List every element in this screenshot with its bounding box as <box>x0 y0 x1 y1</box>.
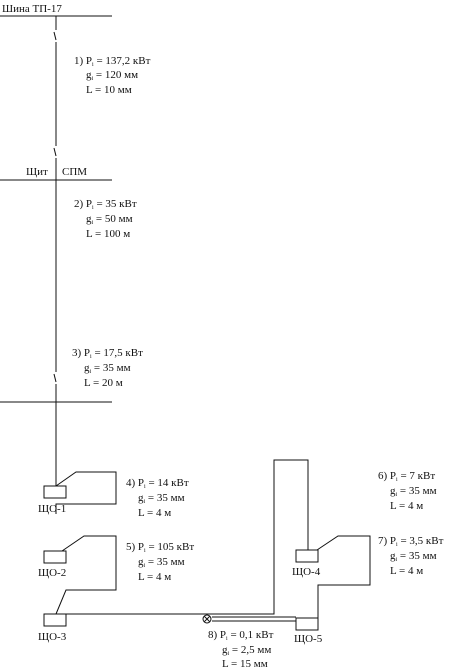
segment-7-label: 7) Pi = 3,5 кВт gi = 35 мм L = 4 м <box>378 535 444 577</box>
feeder-2-wire <box>53 180 57 402</box>
segment-5-label: 5) Pi = 105 кВт gi = 35 мм L = 4 м <box>126 541 194 583</box>
svg-text:L = 4 м: L = 4 м <box>138 571 171 583</box>
panel-sho5-box <box>295 617 319 631</box>
segment-2-label: 2) Pi = 35 кВт gi = 50 мм L = 100 м <box>74 198 137 240</box>
panel-sho1-box <box>43 485 67 499</box>
svg-text:L = 4 м: L = 4 м <box>390 565 423 577</box>
svg-text:gi = 35 мм: gi = 35 мм <box>84 362 131 375</box>
switch-1-top <box>53 31 57 41</box>
svg-text:5) Pi = 105 кВт: 5) Pi = 105 кВт <box>126 541 194 554</box>
svg-text:gi = 35 мм: gi = 35 мм <box>390 550 437 563</box>
panel-sho4-box <box>295 549 319 563</box>
segment-3-label: 3) Pi = 17,5 кВт gi = 35 мм L = 20 м <box>72 347 143 389</box>
svg-text:1) Pi = 137,2 кВт: 1) Pi = 137,2 кВт <box>74 55 151 68</box>
panel-sho2-label: ЩО-2 <box>38 567 66 579</box>
segment-8-label: 8) Pi = 0,1 кВт gi = 2,5 мм L = 15 мм <box>208 629 274 670</box>
feeder-1-wire <box>53 16 57 180</box>
panel-sho3-box <box>43 613 67 627</box>
bus-spm-label-right: СПМ <box>62 166 87 178</box>
svg-text:6) Pi = 7 кВт: 6) Pi = 7 кВт <box>378 470 435 483</box>
panel-sho4-label: ЩО-4 <box>292 566 321 578</box>
svg-text:gi = 35 мм: gi = 35 мм <box>138 492 185 505</box>
panel-sho2-box <box>43 550 67 564</box>
svg-text:2) Pi = 35 кВт: 2) Pi = 35 кВт <box>74 198 137 211</box>
lamp-circuit <box>202 614 296 624</box>
bus-tp17-label: Шина ТП-17 <box>2 3 62 15</box>
right-chain-wire <box>66 459 371 618</box>
svg-text:gi = 2,5 мм: gi = 2,5 мм <box>222 644 271 657</box>
left-chain-wire <box>55 402 117 615</box>
panel-sho1-label: ЩО-1 <box>38 503 66 515</box>
bus-tp17: Шина ТП-17 <box>0 3 112 17</box>
svg-text:gi = 35 мм: gi = 35 мм <box>138 556 185 569</box>
segment-1-label: 1) Pi = 137,2 кВт gi = 120 мм L = 10 мм <box>74 55 151 96</box>
svg-text:L = 4 м: L = 4 м <box>390 500 423 512</box>
bus-spm-label-left: Щит <box>26 166 48 178</box>
svg-text:gi = 35 мм: gi = 35 мм <box>390 485 437 498</box>
switch-3 <box>53 373 57 383</box>
svg-text:L = 15 мм: L = 15 мм <box>222 658 268 670</box>
svg-text:gi = 50 мм: gi = 50 мм <box>86 213 133 226</box>
segment-4-label: 4) Pi = 14 кВт gi = 35 мм L = 4 м <box>126 477 189 519</box>
svg-text:L = 10 мм: L = 10 мм <box>86 84 132 96</box>
svg-text:4) Pi = 14 кВт: 4) Pi = 14 кВт <box>126 477 189 490</box>
svg-text:8) Pi = 0,1 кВт: 8) Pi = 0,1 кВт <box>208 629 274 642</box>
svg-text:3) Pi = 17,5 кВт: 3) Pi = 17,5 кВт <box>72 347 143 360</box>
svg-text:L = 100 м: L = 100 м <box>86 228 130 240</box>
svg-text:L = 20 м: L = 20 м <box>84 377 123 389</box>
lamp-icon <box>202 614 212 624</box>
segment-6-label: 6) Pi = 7 кВт gi = 35 мм L = 4 м <box>378 470 437 512</box>
panel-sho5-label: ЩО-5 <box>294 633 323 645</box>
svg-text:L = 4 м: L = 4 м <box>138 507 171 519</box>
svg-text:gi = 120 мм: gi = 120 мм <box>86 69 138 82</box>
panel-sho3-label: ЩО-3 <box>38 631 67 643</box>
svg-text:7) Pi = 3,5 кВт: 7) Pi = 3,5 кВт <box>378 535 444 548</box>
switch-1-bottom <box>53 147 57 157</box>
